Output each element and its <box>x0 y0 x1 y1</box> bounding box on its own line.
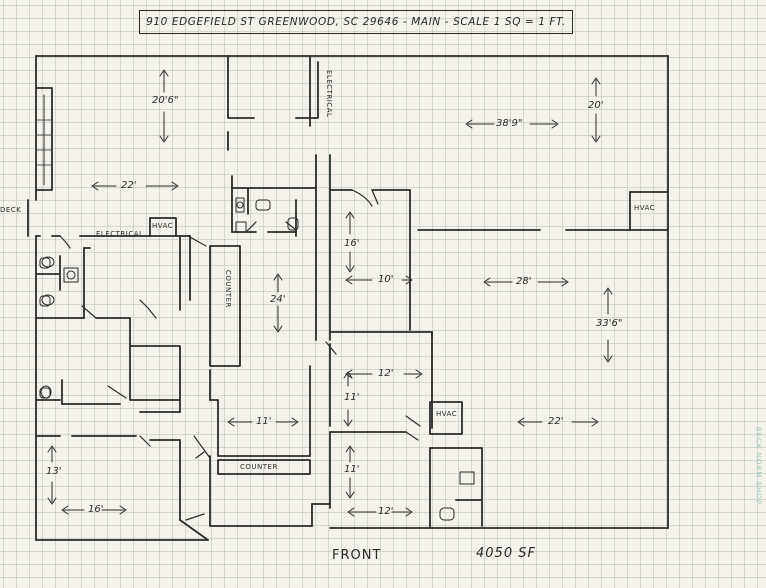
hvac-right-label: HVAC <box>634 204 656 212</box>
dim-22-right: 22' <box>548 416 564 427</box>
dim-16-bottom: 16' <box>88 504 104 515</box>
walls <box>27 55 669 541</box>
dim-20: 20' <box>588 100 604 111</box>
counter-horizontal-label: COUNTER <box>240 463 278 471</box>
dim-16: 16' <box>344 238 360 249</box>
area-label: 4050 SF <box>476 546 536 561</box>
electrical-top-label: ELECTRICAL <box>325 70 333 118</box>
dim-13: 13' <box>46 466 62 477</box>
dimension-arrows <box>47 69 613 517</box>
hvac-center-label: HVAC <box>436 410 458 418</box>
door-swings <box>59 189 421 521</box>
dim-12-bottom: 12' <box>378 506 394 517</box>
dim-28: 28' <box>516 276 532 287</box>
dim-38-9: 38'9" <box>496 118 523 129</box>
front-label: FRONT <box>332 548 382 563</box>
dim-11-b: 11' <box>256 416 272 427</box>
dim-11-a: 11' <box>344 392 360 403</box>
counter-vertical-label: COUNTER <box>224 270 232 308</box>
dim-22-top: 22' <box>121 180 137 191</box>
dim-24: 24' <box>270 294 286 305</box>
dim-20-6: 20'6" <box>152 95 179 106</box>
dim-10: 10' <box>378 274 394 285</box>
dim-11-c: 11' <box>344 464 360 475</box>
electrical-left-label: ELECTRICAL <box>96 230 144 238</box>
edge-stamp: BECK NORM SHOP <box>754 426 762 505</box>
dim-12-mid: 12' <box>378 368 394 379</box>
hvac-left-label: HVAC <box>152 222 174 230</box>
fixtures <box>39 197 475 521</box>
dim-33-6: 33'6" <box>596 318 623 329</box>
deck-label: DECK <box>0 206 22 214</box>
plan-title: 910 EDGEFIELD ST GREENWOOD, SC 29646 - M… <box>139 10 573 34</box>
